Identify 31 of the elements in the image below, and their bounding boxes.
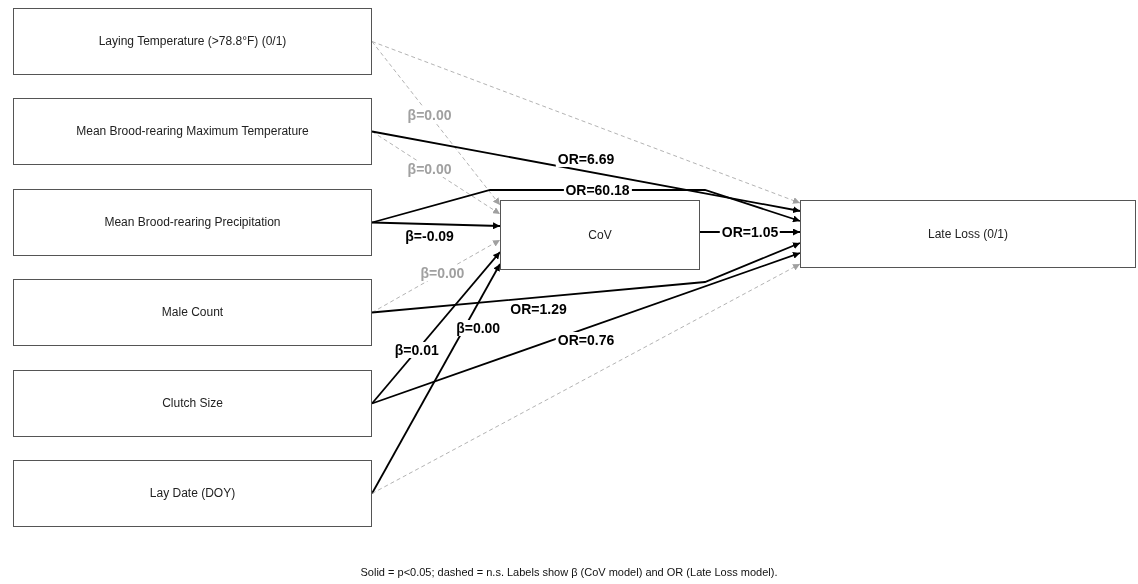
arrow bbox=[371, 252, 801, 405]
arrow bbox=[371, 130, 801, 214]
edge-label: β=0.01 bbox=[392, 342, 441, 359]
caption: Solid = p<0.05; dashed = n.s. Labels show β (CoV model) and OR (Late Loss model). bbox=[359, 566, 779, 578]
variable-name: Male Count bbox=[160, 304, 225, 321]
variable-name: Lay Date (DOY) bbox=[148, 485, 237, 502]
edge-label: β=0.00 bbox=[454, 320, 503, 337]
variable-box bbox=[13, 189, 372, 256]
variable-name: Clutch Size bbox=[161, 395, 224, 412]
arrow bbox=[371, 242, 801, 314]
edge-label: β=0.00 bbox=[405, 160, 454, 177]
variable-box bbox=[800, 200, 1136, 268]
variable-box bbox=[13, 460, 372, 527]
arrow bbox=[371, 263, 501, 495]
edge-label: β=0.00 bbox=[418, 264, 467, 281]
edge-label: OR=1.05 bbox=[719, 224, 781, 240]
edge-label: β=-0.09 bbox=[403, 228, 456, 245]
edge-label: β=0.00 bbox=[405, 107, 454, 124]
edge-label: OR=6.69 bbox=[555, 151, 617, 168]
variable-box bbox=[13, 370, 372, 437]
variable-name: Mean Brood-rearing Precipitation bbox=[103, 214, 282, 231]
variable-name: CoV bbox=[587, 226, 613, 244]
arrow bbox=[371, 251, 501, 405]
variable-name: Late Loss (0/1) bbox=[926, 225, 1009, 243]
variable-box bbox=[13, 98, 372, 165]
variable-name: Laying Temperature (>78.8°F) (0/1) bbox=[97, 33, 288, 50]
variable-box bbox=[13, 279, 372, 346]
edge-label: OR=60.18 bbox=[563, 182, 632, 198]
variable-name: Mean Brood-rearing Maximum Temperature bbox=[75, 123, 310, 140]
variable-box bbox=[500, 200, 700, 270]
variable-box bbox=[13, 8, 372, 75]
